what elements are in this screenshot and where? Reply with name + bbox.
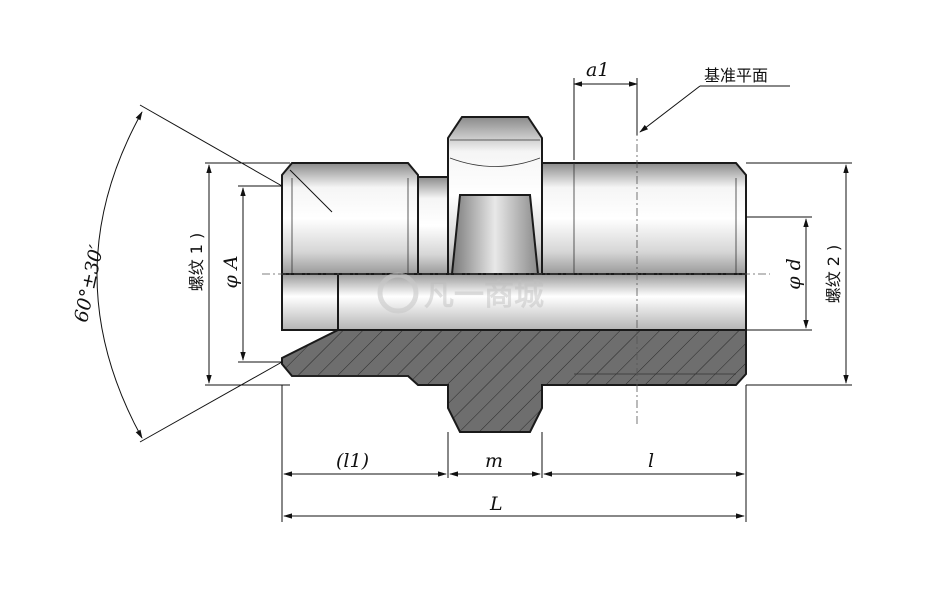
exterior-view [281, 116, 747, 331]
dim-l1: (l1) [336, 450, 369, 472]
hex-nut-face [450, 194, 540, 275]
phiA-label: φ A [220, 255, 242, 288]
right-bore [337, 273, 747, 331]
section-hatch [281, 329, 747, 433]
dim-m: m [485, 450, 503, 472]
thread2-label: 螺纹 2 ) [824, 245, 843, 304]
right-thread-body [541, 162, 747, 275]
phid-label: φ d [783, 258, 805, 290]
dim-L: L [489, 493, 503, 515]
watermark-text: 凡一商城 [424, 278, 544, 313]
datum-label: 基准平面 [704, 66, 768, 85]
angle-label: 60°±30′ [70, 243, 108, 325]
thread1-label: 螺纹 1 ) [187, 233, 206, 292]
left-thread-body [281, 162, 419, 275]
dim-l: l [648, 450, 654, 472]
left-bore [281, 273, 339, 331]
watermark: 凡一商城 [377, 272, 544, 314]
left-neck [417, 176, 449, 275]
dim-a1: a1 [586, 59, 609, 81]
